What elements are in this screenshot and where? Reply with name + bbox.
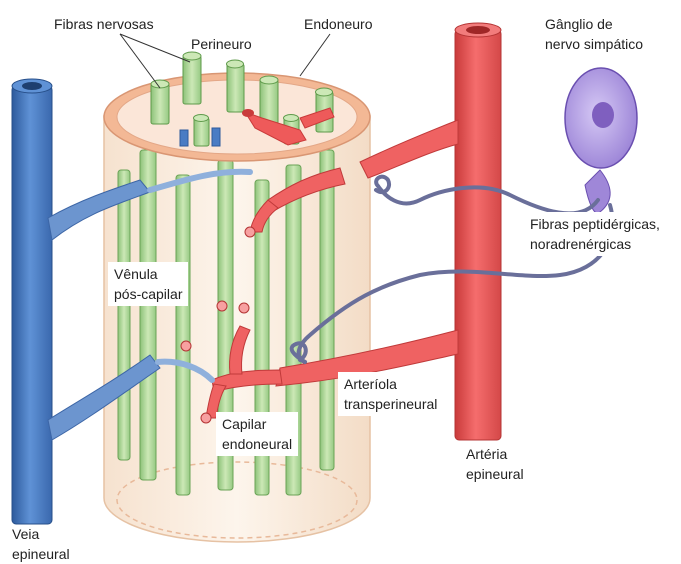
label-veia: Veia epineural xyxy=(12,524,70,564)
label-fibras-nervosas: Fibras nervosas xyxy=(54,14,154,34)
label-ganglio: Gânglio de nervo simpático xyxy=(545,14,643,54)
epineural-vein xyxy=(12,79,52,524)
label-perineuro: Perineuro xyxy=(191,34,252,54)
label-arteriola: Arteríola transperineural xyxy=(338,372,443,416)
label-arteria: Artéria epineural xyxy=(466,444,524,484)
label-endoneuro: Endoneuro xyxy=(304,14,373,34)
epineural-artery xyxy=(455,23,501,440)
label-capilar: Capilar endoneural xyxy=(216,412,298,456)
label-venula: Vênula pós-capilar xyxy=(108,262,188,306)
label-fibras-peptidergicas: Fibras peptidérgicas, noradrenérgicas xyxy=(524,212,666,256)
sympathetic-ganglion xyxy=(565,68,637,213)
